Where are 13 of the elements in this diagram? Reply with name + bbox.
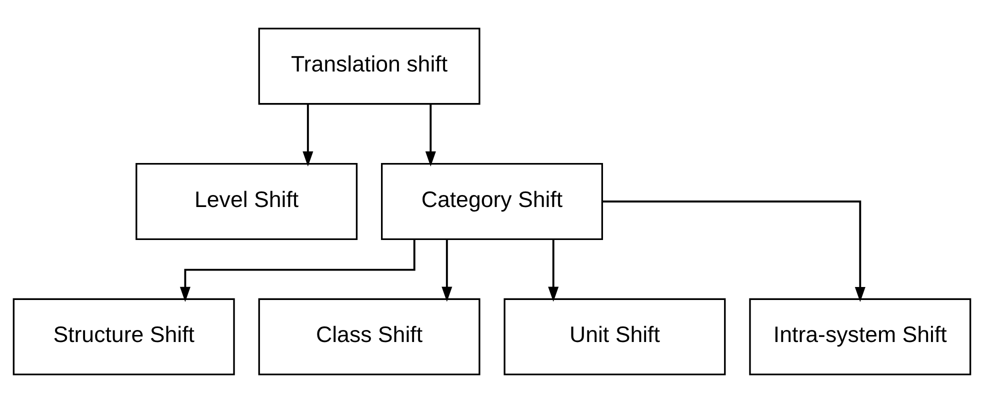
arrow: [442, 239, 452, 302]
arrow: [302, 104, 314, 166]
node-box: Translation shift: [258, 28, 480, 105]
node-box: Class Shift: [258, 298, 480, 376]
node-box: Structure Shift: [12, 298, 235, 376]
arrow: [425, 104, 436, 166]
node-box: Intra-system Shift: [749, 298, 972, 376]
arrow: [548, 239, 559, 302]
arrow: [180, 239, 416, 302]
node-box: Level Shift: [136, 163, 358, 240]
arrow: [602, 200, 866, 302]
node-box: Unit Shift: [504, 298, 726, 376]
node-box: Category Shift: [381, 163, 603, 240]
